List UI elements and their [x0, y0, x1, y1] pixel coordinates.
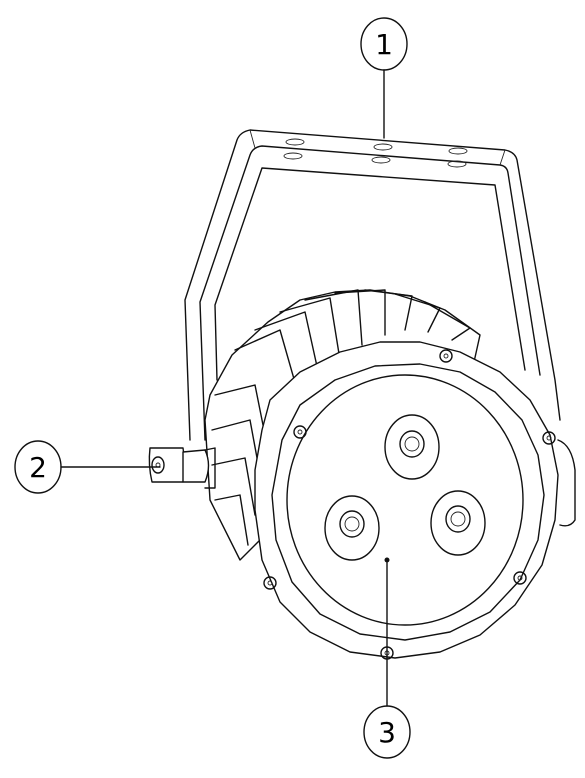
callout-3: 3 — [363, 557, 411, 759]
callout-2-label: 2 — [29, 451, 47, 484]
front-lens — [286, 374, 524, 626]
callout-3-label: 3 — [378, 716, 396, 749]
front-bezel — [254, 341, 576, 660]
led-left — [324, 495, 380, 561]
bracket-knob — [148, 447, 216, 489]
led-top — [384, 414, 440, 480]
mounting-bracket — [184, 129, 561, 441]
led-right — [430, 490, 486, 556]
callout-2: 2 — [14, 440, 161, 494]
callout-1: 1 — [360, 17, 408, 139]
callout-1-label: 1 — [375, 28, 393, 61]
